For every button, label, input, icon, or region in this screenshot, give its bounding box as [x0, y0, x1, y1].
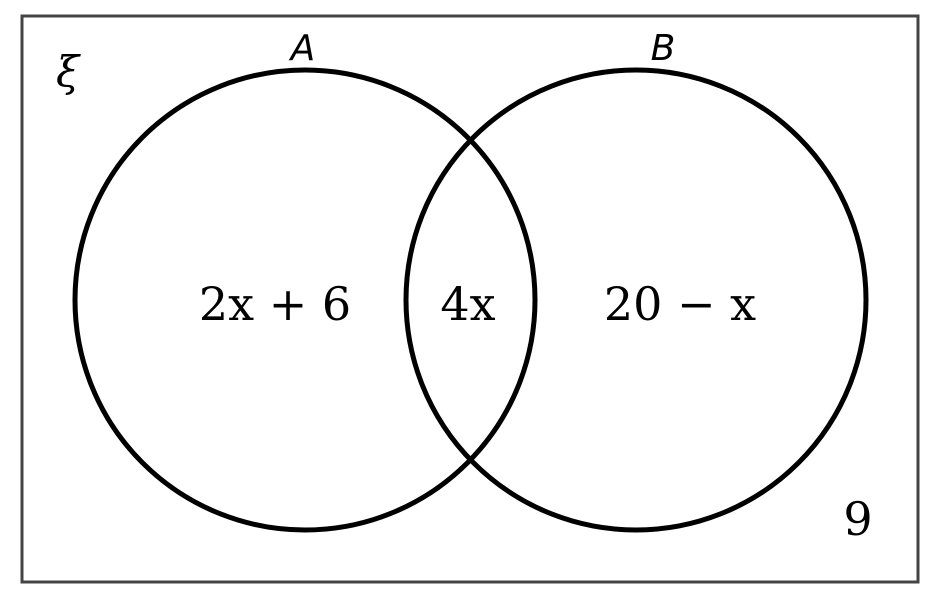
set-a-label: A	[289, 28, 316, 69]
region-b-only-value: 20 − x	[604, 277, 756, 331]
region-a-only-value: 2x + 6	[199, 277, 351, 331]
set-a-circle	[72, 67, 538, 533]
set-b-label: B	[651, 28, 676, 69]
universal-set-symbol: ξ	[56, 47, 81, 96]
region-outside-value: 9	[843, 492, 872, 546]
region-intersection-value: 4x	[440, 277, 495, 331]
universal-set-box	[20, 14, 920, 584]
set-b-circle	[403, 67, 869, 533]
